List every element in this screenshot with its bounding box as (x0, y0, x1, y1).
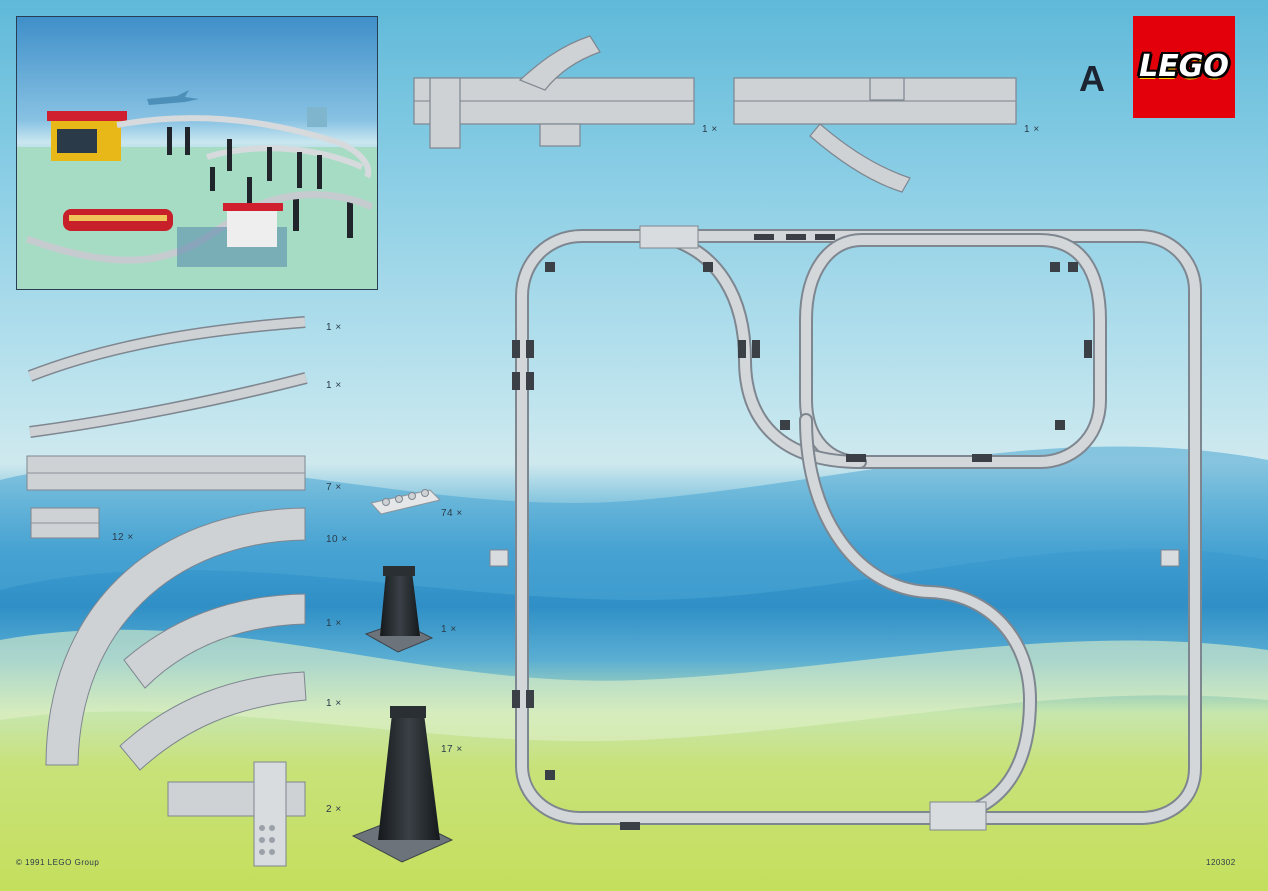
qty-flex-track-b: 1 × (326, 380, 342, 391)
qty-straight-short: 12 × (112, 532, 134, 543)
set-photo (16, 16, 378, 290)
curve-track-medium (123, 593, 306, 689)
track-layout-cross-left (489, 549, 509, 567)
track-layout-switch-bottom (929, 801, 987, 831)
support-tall (351, 706, 454, 863)
qty-curve-small: 1 × (326, 698, 342, 709)
curve-track-large (45, 507, 306, 766)
qty-cross-track: 2 × (326, 804, 342, 815)
flex-track-b-fill (29, 373, 308, 437)
plate-1x4 (370, 489, 441, 515)
qty-straight-long: 7 × (326, 482, 342, 493)
flex-track-a-fill (28, 317, 306, 381)
lego-logo: LEGO (1133, 16, 1235, 118)
cross-track (167, 761, 306, 867)
page-code: 120302 (1206, 858, 1236, 867)
qty-support-tall: 17 × (441, 744, 463, 755)
qty-flex-track-a: 1 × (326, 322, 342, 333)
lego-logo-wordmark: LEGO (1139, 49, 1229, 84)
qty-curve-medium: 1 × (326, 618, 342, 629)
switch-track-right (733, 77, 1017, 193)
set-photo-drawing (17, 90, 377, 289)
track-layout-supports (512, 234, 1092, 830)
qty-support-short: 1 × (441, 624, 457, 635)
support-short (364, 566, 434, 653)
switch-track-left (413, 35, 695, 149)
copyright-text: © 1991 LEGO Group (16, 858, 100, 867)
qty-switch-right: 1 × (1024, 124, 1040, 135)
page-letter: A (1079, 58, 1105, 99)
track-layout-diagram (515, 229, 1202, 825)
qty-switch-left: 1 × (702, 124, 718, 135)
qty-plate: 74 × (441, 508, 463, 519)
track-layout-switch-top (639, 225, 699, 249)
track-layout-cross-right (1160, 549, 1180, 567)
qty-curve-large: 10 × (326, 534, 348, 545)
curve-track-small (119, 671, 307, 771)
